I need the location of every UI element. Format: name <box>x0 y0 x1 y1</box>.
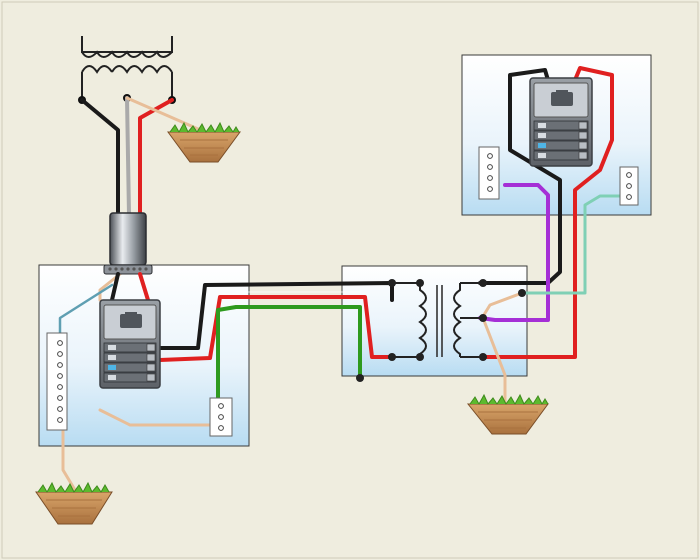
feeder-wire-ground <box>216 305 362 402</box>
main-ground-bar <box>209 397 233 437</box>
service-mast <box>103 212 153 275</box>
main-neutral-bar-link <box>98 408 220 427</box>
transformer-ground-wire <box>481 316 507 407</box>
isolation-transformer <box>392 282 483 358</box>
service-wire-neutral <box>125 96 131 217</box>
transformer-center-tap <box>480 291 524 320</box>
sub-breaker-panel <box>529 77 593 167</box>
secondary-wire-red <box>481 66 614 359</box>
utility-ground-wire <box>125 96 207 134</box>
ground-rod-utility <box>167 121 241 163</box>
main-ground-wire <box>61 428 77 492</box>
service-wire-red <box>138 98 174 217</box>
secondary-wire-purple <box>478 183 550 322</box>
feeder-wire-red <box>158 295 394 362</box>
main-breaker-panel <box>99 299 161 389</box>
transformer-terminals <box>356 279 526 382</box>
ground-rod-transformer <box>466 393 549 435</box>
feeder-wire-black <box>158 281 394 350</box>
sub-ground-bar <box>619 166 639 206</box>
main-neutral-bar <box>46 332 68 431</box>
utility-transformer <box>81 36 173 100</box>
sub-breaker-rows <box>533 120 589 161</box>
sub-neutral-bar <box>478 146 500 200</box>
ground-rod-main <box>35 481 113 525</box>
main-breaker-rows <box>103 342 157 383</box>
service-wire-black <box>80 98 120 217</box>
secondary-wire-ground-teal <box>520 194 632 295</box>
